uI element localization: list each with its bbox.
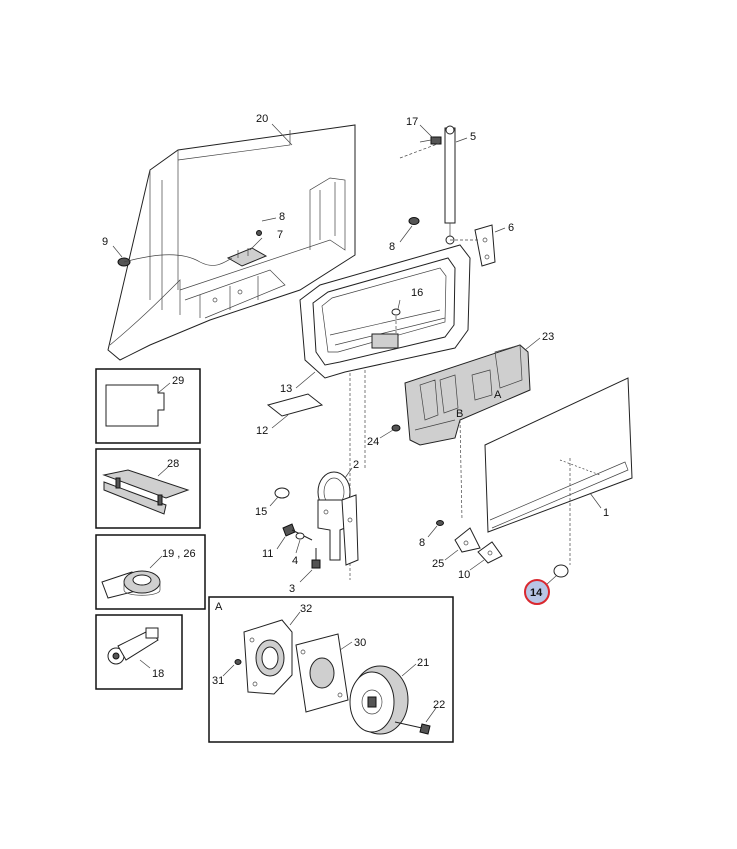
- handle-disc-21: [349, 665, 409, 735]
- label-19-26: 19 , 26: [162, 548, 196, 560]
- inset-box-18: [95, 614, 183, 690]
- detail-a-title: A: [215, 601, 223, 613]
- label-30: 30: [354, 637, 366, 649]
- label-24: 24: [367, 436, 379, 448]
- highlight-part-14[interactable]: 14: [524, 579, 550, 605]
- label-15: 15: [255, 506, 267, 518]
- gas-strut-5: [444, 125, 456, 245]
- detail-a-box: [208, 596, 454, 743]
- label-17: 17: [406, 116, 418, 128]
- label-sticker-29: [105, 384, 165, 427]
- label-5: 5: [470, 131, 476, 143]
- bracket-7: [226, 247, 268, 267]
- label-16: 16: [411, 287, 423, 299]
- label-8-lower: 8: [419, 537, 425, 549]
- bracket-25: [454, 527, 481, 553]
- latch-housing-32: [243, 619, 293, 695]
- inner-panel-23: [404, 344, 531, 446]
- label-21: 21: [417, 657, 429, 669]
- label-20: 20: [256, 113, 268, 125]
- bolt-22: [394, 721, 431, 735]
- label-23: 23: [542, 331, 554, 343]
- cap-14: [553, 564, 569, 578]
- bracket-10: [477, 541, 503, 564]
- switch-18: [107, 627, 159, 665]
- cab-side-panel: [107, 124, 356, 361]
- label-3: 3: [289, 583, 295, 595]
- label-29: 29: [172, 375, 184, 387]
- label-7: 7: [277, 229, 283, 241]
- label-10: 10: [458, 569, 470, 581]
- hinge-2: [317, 471, 359, 566]
- mark-b: B: [456, 408, 463, 420]
- pad-28: [102, 469, 190, 515]
- label-6: 6: [508, 222, 514, 234]
- label-9: 9: [102, 236, 108, 248]
- tape-roll-19-26: [101, 570, 161, 599]
- inset-box-28: [95, 448, 201, 529]
- label-28: 28: [167, 458, 179, 470]
- label-8-top: 8: [279, 211, 285, 223]
- grommet-9: [117, 254, 233, 267]
- inset-box-29: [95, 368, 201, 444]
- door-frame-13: [299, 244, 471, 379]
- label-13: 13: [280, 383, 292, 395]
- label-2: 2: [353, 459, 359, 471]
- label-32: 32: [300, 603, 312, 615]
- outer-door-panel-1: [484, 377, 633, 533]
- strut-bracket-6: [474, 224, 496, 267]
- label-4: 4: [292, 555, 298, 567]
- label-11: 11: [262, 548, 273, 560]
- mark-a: A: [494, 389, 502, 401]
- label-18: 18: [152, 668, 164, 680]
- label-14: 14: [530, 587, 543, 599]
- label-1: 1: [603, 507, 609, 519]
- label-25: 25: [432, 558, 444, 570]
- gasket-30: [295, 633, 349, 713]
- label-8-frame: 8: [389, 241, 395, 253]
- label-12: 12: [256, 425, 268, 437]
- label-22: 22: [433, 699, 445, 711]
- bolt-3: [311, 548, 321, 569]
- ball-stud-17: [419, 136, 442, 145]
- inset-box-19-26: [95, 534, 206, 610]
- label-31: 31: [212, 675, 224, 687]
